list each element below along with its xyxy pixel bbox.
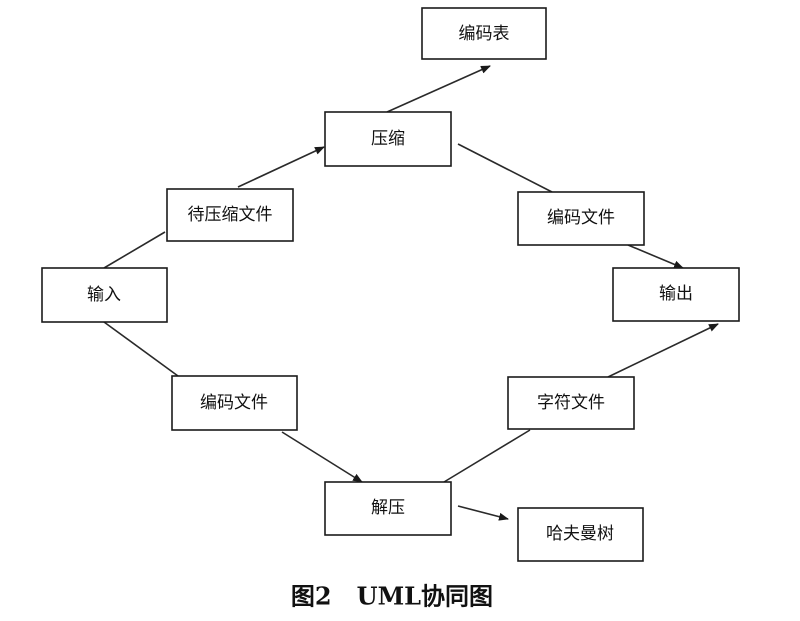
edge-decompress-to-char-file	[443, 429, 531, 483]
edge-compress-to-encoded-file	[457, 143, 553, 193]
node-to-compress-file: 待压缩文件	[166, 188, 294, 242]
node-label: 输入	[87, 285, 121, 305]
node-label: 输出	[659, 284, 693, 304]
node-decompress: 解压	[324, 481, 452, 536]
node-encoding-table: 编码表	[421, 7, 547, 60]
node-label: 字符文件	[537, 393, 605, 413]
edge-encoded-file-bottom-to-decompress	[281, 431, 363, 483]
node-label: 解压	[371, 498, 405, 518]
edge-input-to-encoded-file-bottom	[103, 321, 179, 377]
node-char-file: 字符文件	[507, 376, 635, 430]
node-label: 编码文件	[200, 393, 268, 413]
edge-char-file-to-output	[607, 323, 719, 378]
node-label: 压缩	[371, 129, 405, 149]
node-encoded-file-bottom: 编码文件	[171, 375, 298, 431]
node-compress: 压缩	[324, 111, 452, 167]
node-label: 待压缩文件	[188, 205, 273, 225]
node-output: 输出	[612, 267, 740, 322]
edges	[103, 65, 719, 521]
node-label: 编码表	[459, 24, 510, 44]
figure-caption: 图2 UML协同图	[291, 582, 493, 611]
edge-encoded-file-to-output	[627, 244, 684, 269]
node-label: 编码文件	[547, 208, 615, 228]
node-huffman-tree: 哈夫曼树	[517, 507, 644, 562]
node-input: 输入	[41, 267, 168, 323]
edge-decompress-to-huffman-tree	[457, 505, 509, 521]
edge-pending-file-to-compress	[237, 146, 325, 188]
node-label: 哈夫曼树	[546, 524, 614, 544]
edge-compress-to-encoding-table	[386, 65, 491, 113]
edge-input-to-pending-file	[103, 231, 166, 269]
node-encoded-file-top: 编码文件	[517, 191, 645, 246]
